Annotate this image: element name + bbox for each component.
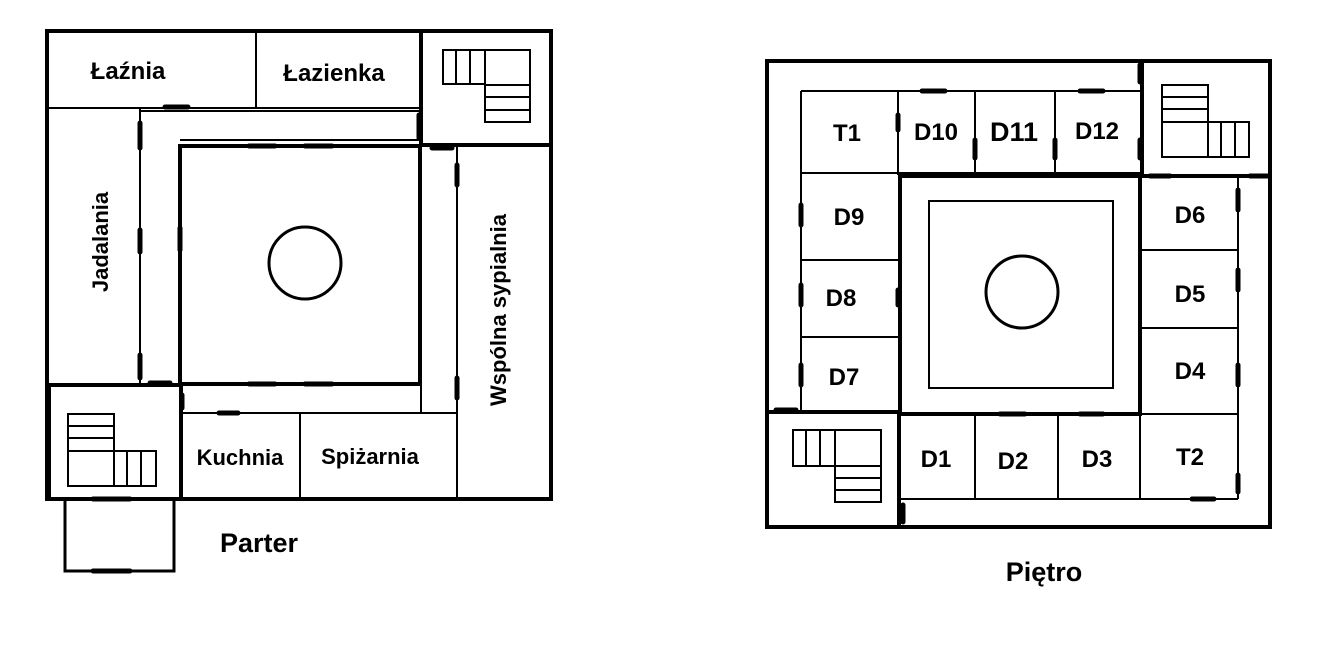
ground-doors: [90, 104, 460, 574]
room-label-d4: D4: [1175, 358, 1206, 385]
room-label-d11: D11: [990, 117, 1038, 147]
upper-floor-plan: [765, 59, 1272, 529]
room-label-d2: D2: [998, 448, 1029, 475]
stairs-icon: [67, 413, 157, 487]
stairs-icon: [792, 429, 882, 503]
stairs-icon: [1161, 84, 1250, 158]
room-label-d7: D7: [829, 364, 860, 391]
room-label-d8: D8: [826, 285, 857, 312]
upper-atrium-wall: [898, 174, 1142, 416]
room-label-d3: D3: [1082, 446, 1113, 473]
entrance-annex: [63, 497, 176, 573]
room-label-d6: D6: [1175, 202, 1206, 229]
room-label-d9: D9: [834, 204, 865, 231]
room-label-d10: D10: [914, 119, 958, 146]
atrium-well: [984, 254, 1060, 330]
upper-outer-wall: [765, 59, 1272, 529]
room-label-spizarnia: Spiżarnia: [321, 444, 420, 469]
upper-floor-caption: Piętro: [1006, 557, 1083, 587]
room-label-d5: D5: [1175, 281, 1206, 308]
room-label-d12: D12: [1075, 118, 1119, 145]
stairs-top-right: [419, 29, 553, 147]
upper-stairs-top-right: [1140, 59, 1272, 178]
room-label-t1: T1: [833, 120, 861, 147]
room-label-jadalania: Jadalania: [88, 191, 113, 292]
stairs-icon: [442, 49, 531, 123]
room-label-d1: D1: [921, 446, 952, 473]
ground-floor-plan: [45, 29, 553, 574]
room-label-lazienka: Łazienka: [283, 60, 385, 87]
room-label-laznia: Łaźnia: [91, 58, 166, 85]
ground-courtyard: [178, 144, 422, 386]
ground-floor-caption: Parter: [220, 528, 299, 558]
upper-stairs-bottom-left: [765, 410, 901, 529]
courtyard-well: [267, 225, 343, 301]
upper-doors: [773, 62, 1271, 525]
upper-atrium: [928, 200, 1114, 389]
room-label-wspolna-sypialnia: Wspólna sypialnia: [486, 213, 511, 406]
room-label-t2: T2: [1176, 444, 1204, 471]
room-label-kuchnia: Kuchnia: [197, 445, 285, 470]
